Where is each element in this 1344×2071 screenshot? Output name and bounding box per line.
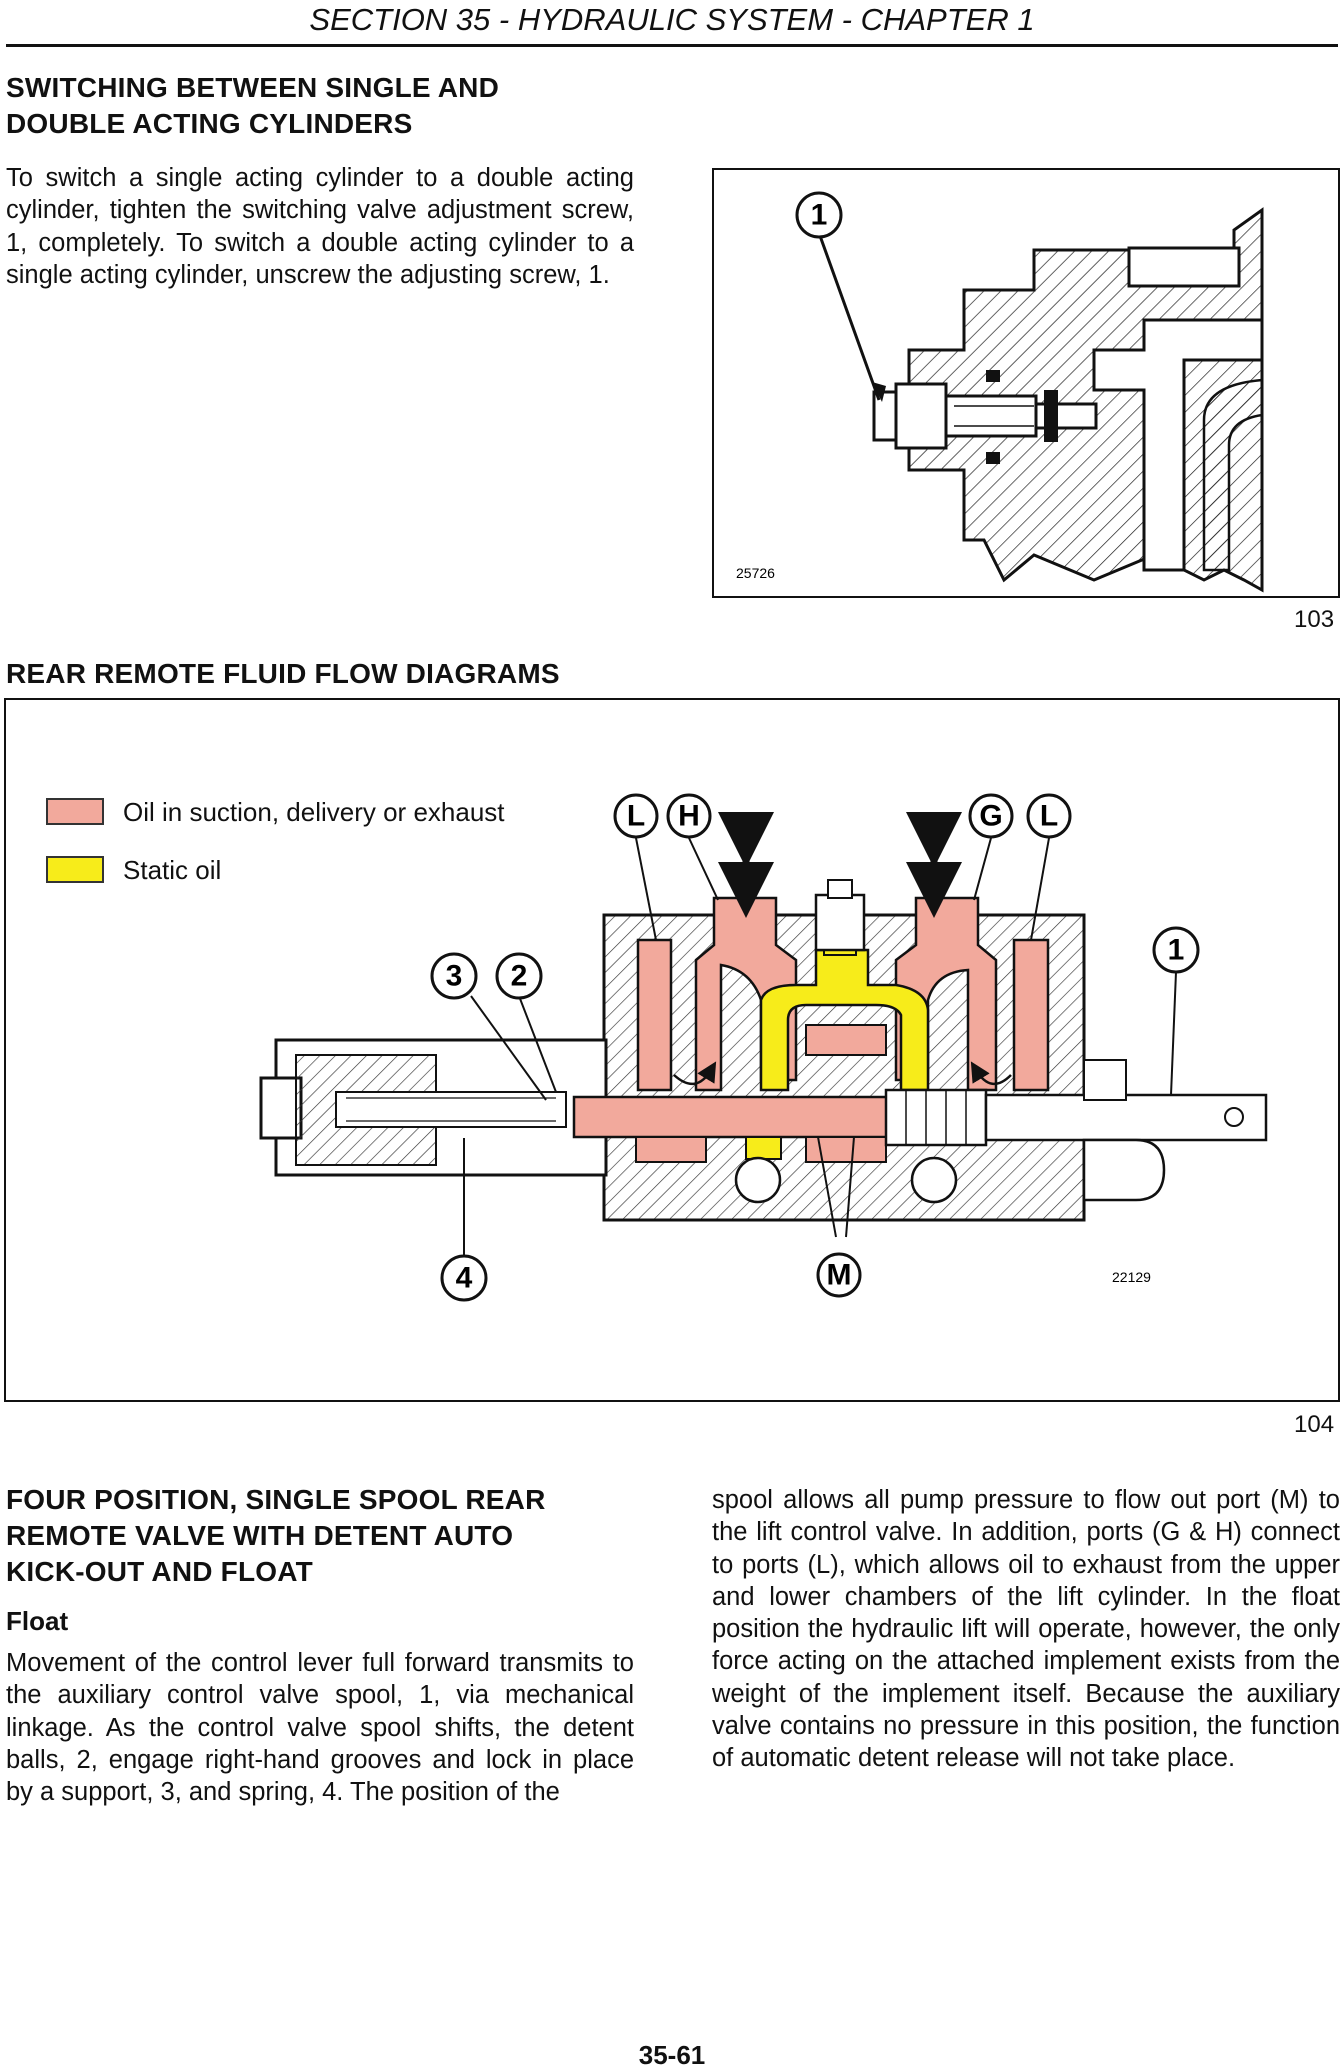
figure-number-104: 104 [1294, 1411, 1335, 1438]
header-rule [6, 44, 1338, 47]
page-number: 35-61 [638, 2040, 706, 2070]
callout-1-label: 1 [811, 199, 828, 232]
callout-1 [795, 191, 843, 239]
figure-104: Oil in suction, delivery or exhaust Stat… [4, 698, 1340, 1402]
callout-2-label: 2 [511, 960, 528, 993]
callout-M-label: M [827, 1259, 852, 1292]
callout-H-label: H [678, 800, 700, 833]
heading-line: FOUR POSITION, SINGLE SPOOL REAR [6, 1484, 546, 1515]
callout-L-right-label: L [1040, 800, 1058, 833]
figure-103-code: 25726 [736, 565, 775, 581]
callout-L-right [1026, 793, 1072, 839]
heading-line: DOUBLE ACTING CYLINDERS [6, 108, 413, 139]
figure-number-103: 103 [1294, 606, 1335, 633]
callout-L-left-label: L [627, 800, 645, 833]
callout-1 [1152, 926, 1200, 974]
figure-104-code: 22129 [1112, 1269, 1151, 1285]
legend-label-static: Static oil [123, 855, 222, 885]
callout-2 [495, 952, 543, 1000]
callout-4 [440, 1254, 488, 1302]
callout-G [968, 793, 1014, 839]
section-heading-flow: REAR REMOTE FLUID FLOW DIAGRAMS [6, 658, 560, 689]
callout-1-label: 1 [1168, 934, 1185, 967]
figure-103: 1 25726 [712, 168, 1340, 598]
callout-3-label: 3 [446, 960, 463, 993]
float-subheading: Float [6, 1606, 69, 1636]
callout-G-label: G [979, 800, 1002, 833]
page-header: SECTION 35 - HYDRAULIC SYSTEM - CHAPTER … [309, 2, 1035, 37]
callout-4-label: 4 [456, 1262, 473, 1295]
heading-line: SWITCHING BETWEEN SINGLE AND [6, 72, 500, 103]
section-heading-four-position: FOUR POSITION, SINGLE SPOOL REAR REMOTE … [6, 1482, 646, 1590]
legend-swatch-static [46, 856, 104, 883]
legend-label-flow: Oil in suction, delivery or exhaust [123, 797, 505, 827]
valve-flow-diagram: L H G L 1 3 2 4 M 22129 [259, 793, 1268, 1302]
heading-line: KICK-OUT AND FLOAT [6, 1556, 313, 1587]
switching-paragraph: To switch a single acting cylinder to a … [6, 164, 634, 289]
float-paragraph-right: spool allows all pump pressure to flow o… [712, 1486, 1340, 1773]
callout-H [666, 793, 712, 839]
callout-L-left [613, 793, 659, 839]
switching-valve-drawing: 1 25726 [736, 191, 1264, 593]
callout-3 [430, 952, 478, 1000]
legend-swatch-flow [46, 798, 104, 825]
callout-M [816, 1252, 862, 1298]
float-paragraph-left: Movement of the control lever full forwa… [6, 1649, 634, 1807]
heading-line: REMOTE VALVE WITH DETENT AUTO [6, 1520, 514, 1551]
section-heading-switching: SWITCHING BETWEEN SINGLE AND DOUBLE ACTI… [6, 70, 656, 142]
